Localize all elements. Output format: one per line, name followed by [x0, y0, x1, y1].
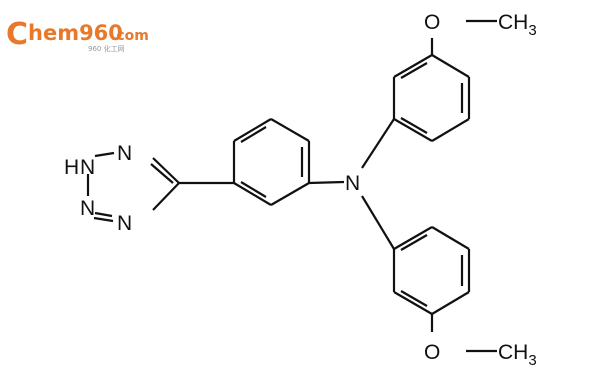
ring-bottom-methoxyphenyl: [392, 226, 471, 315]
bonds: [86, 19, 497, 353]
atom-tetrazole-n4: N: [117, 142, 132, 165]
atom-tetrazole-n3: N: [117, 212, 132, 235]
atom-tetrazole-n2: N: [80, 197, 95, 220]
logo-subtitle: 960 化工网: [88, 44, 125, 53]
atom-methyl-bottom: CH3: [498, 341, 537, 369]
atom-o-bottom: O: [424, 341, 440, 364]
ring-middle-phenyl: [232, 118, 311, 206]
logo-main-text: hem960: [28, 21, 123, 45]
atom-amine-n: N: [345, 172, 360, 195]
atom-methyl-top-sub: 3: [528, 22, 536, 39]
atom-methyl-top-ch: CH: [498, 11, 528, 34]
atom-labels: O CH3 O CH3 N N H N N N: [64, 11, 537, 369]
logo-suffix: .com: [111, 28, 149, 44]
atom-tetrazole-h: H: [64, 156, 79, 179]
ring-top-methoxyphenyl: [392, 54, 471, 142]
bond-n-ring-bottom: [361, 195, 395, 250]
bond-n-ring-middle: [308, 180, 345, 185]
ring-tetrazole: [86, 151, 180, 223]
bond-n-ring-top: [361, 118, 395, 169]
atom-methyl-bottom-sub: 3: [528, 352, 536, 369]
logo-initial: C: [6, 17, 28, 52]
atom-tetrazole-n1: N: [80, 156, 95, 179]
atom-methyl-top: CH3: [498, 11, 537, 39]
atom-methyl-bottom-ch: CH: [498, 341, 528, 364]
chem960-logo: C hem960 .com 960 化工网: [6, 17, 149, 53]
atom-o-top: O: [424, 11, 440, 34]
